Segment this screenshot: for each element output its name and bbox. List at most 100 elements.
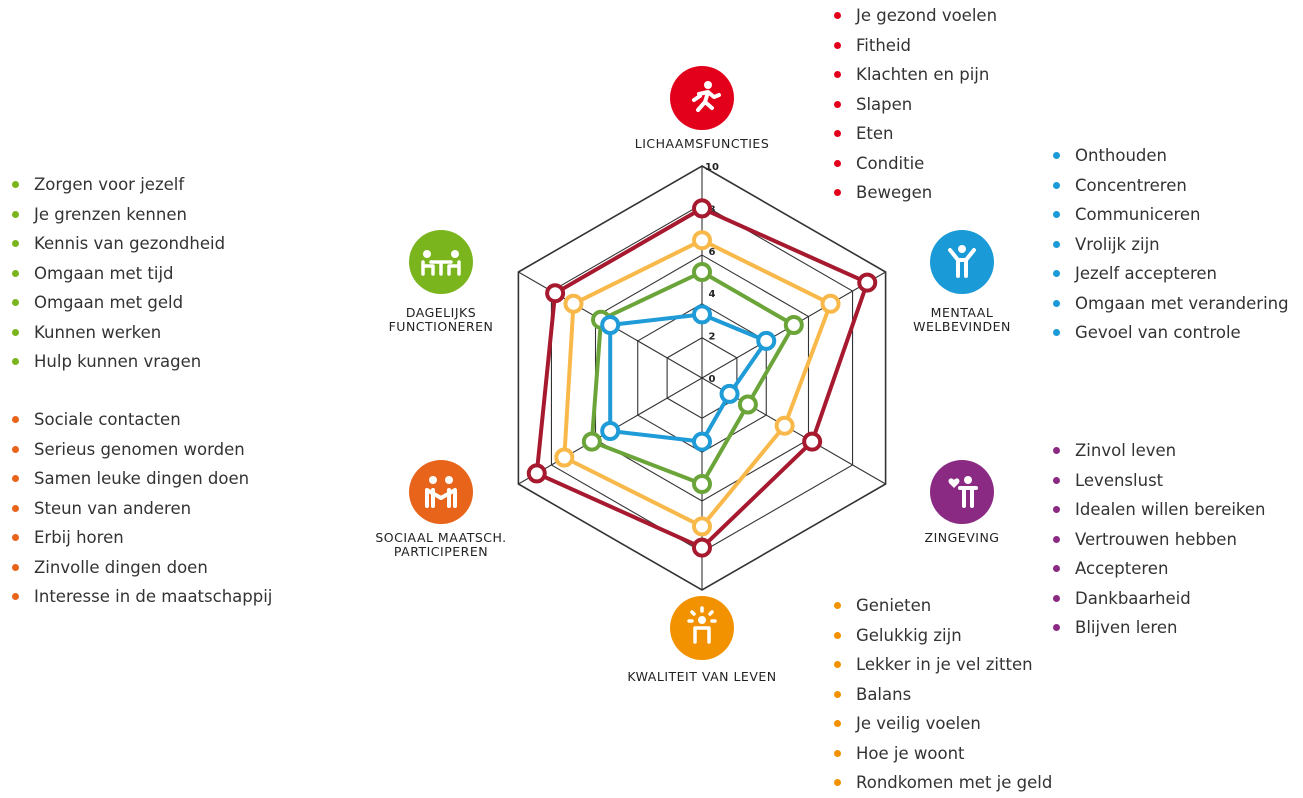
list-item: Je veilig voelen bbox=[834, 709, 1052, 739]
person-sun-icon bbox=[670, 596, 734, 660]
bullet-dot-icon bbox=[834, 41, 841, 49]
series-point bbox=[692, 516, 712, 537]
series-3 bbox=[600, 304, 777, 452]
bullet-dot-icon bbox=[12, 210, 19, 218]
bullet-dot-icon bbox=[1053, 211, 1060, 218]
list-item: Onthouden bbox=[1053, 141, 1289, 171]
bullet-dot-icon bbox=[12, 445, 19, 453]
bullet-dot-icon bbox=[1053, 152, 1060, 159]
list-item: Omgaan met verandering bbox=[1053, 289, 1289, 319]
list-item: Concentreren bbox=[1053, 171, 1289, 201]
bullet-dot-icon bbox=[12, 475, 19, 482]
list-item: Gelukkig zijn bbox=[834, 621, 1052, 651]
category-label-line: DAGELIJKS bbox=[405, 305, 477, 320]
list-item-text: Slapen bbox=[856, 94, 913, 114]
list-item-text: Communiceren bbox=[1075, 205, 1201, 224]
bullet-dot-icon bbox=[12, 269, 19, 277]
series-point bbox=[783, 315, 804, 335]
tick-label: 10 bbox=[705, 162, 719, 173]
series-point bbox=[719, 383, 740, 404]
bullet-dot-icon bbox=[834, 631, 841, 639]
list-item-text: Bewegen bbox=[856, 183, 933, 202]
list-item: Vrolijk zijn bbox=[1053, 230, 1289, 260]
list-item: Dankbaarheid bbox=[1053, 584, 1266, 614]
bullet-dot-icon bbox=[1053, 447, 1060, 454]
series-point bbox=[581, 431, 602, 452]
series-point bbox=[820, 293, 841, 314]
list-item-text: Kunnen werken bbox=[34, 322, 162, 342]
bullet-dot-icon bbox=[1053, 181, 1060, 189]
list-item: Serieus genomen worden bbox=[12, 435, 272, 465]
bullet-dot-icon bbox=[1053, 535, 1060, 543]
list-item: Lekker in je vel zitten bbox=[834, 650, 1052, 680]
series-point bbox=[563, 293, 584, 314]
list-item-text: Balans bbox=[856, 684, 912, 704]
bullet-dot-icon bbox=[12, 534, 19, 541]
list-item: Kennis van gezondheid bbox=[12, 229, 225, 259]
people-at-table-icon bbox=[409, 230, 473, 294]
list-item-text: Fitheid bbox=[856, 35, 912, 55]
category-label-lichaamsfuncties: LICHAAMSFUNCTIES bbox=[635, 137, 770, 151]
list-item-text: Zinvol leven bbox=[1075, 441, 1177, 460]
list-item-text: Genieten bbox=[856, 596, 932, 615]
list-item-text: Erbij horen bbox=[34, 528, 124, 547]
list-item-text: Dankbaarheid bbox=[1075, 588, 1191, 608]
list-item: Interesse in de maatschappij bbox=[12, 582, 272, 612]
list-item-text: Zorgen voor jezelf bbox=[34, 175, 185, 194]
tick-label: 6 bbox=[709, 247, 716, 258]
tick-label: 2 bbox=[709, 332, 716, 343]
bullet-dot-icon bbox=[834, 100, 841, 108]
series-1 bbox=[554, 230, 841, 537]
series-point bbox=[692, 230, 712, 251]
bullet-dot-icon bbox=[834, 690, 841, 698]
list-item: Vertrouwen hebben bbox=[1053, 525, 1266, 555]
category-label-line: PARTICIPEREN bbox=[393, 544, 489, 559]
category-label-line: KWALITEIT VAN LEVEN bbox=[627, 669, 777, 684]
bullet-dot-icon bbox=[1053, 270, 1060, 277]
category-label-line: MENTAAL bbox=[930, 305, 994, 320]
bullet-dot-icon bbox=[12, 563, 19, 571]
series-point bbox=[857, 272, 878, 293]
running-person-icon bbox=[670, 66, 734, 130]
bullet-dot-icon bbox=[1053, 506, 1060, 513]
list-item-text: Interesse in de maatschappij bbox=[34, 587, 273, 606]
bullet-dot-icon bbox=[834, 779, 841, 786]
bullet-dot-icon bbox=[12, 181, 19, 188]
series-point bbox=[692, 431, 712, 452]
list-item: Omgaan met tijd bbox=[12, 259, 225, 289]
list-item-text: Omgaan met geld bbox=[34, 293, 184, 312]
list-item-text: Sociale contacten bbox=[34, 410, 181, 429]
list-item: Hoe je woont bbox=[834, 739, 1052, 769]
series-point bbox=[692, 474, 712, 494]
list-item: Conditie bbox=[834, 149, 997, 179]
list-item: Fitheid bbox=[834, 31, 997, 61]
person-heart-icon bbox=[930, 460, 994, 524]
list-item: Communiceren bbox=[1053, 200, 1289, 230]
list-item: Zorgen voor jezelf bbox=[12, 170, 225, 200]
category-label-kwaliteit-van-leven: KWALITEIT VAN LEVEN bbox=[627, 670, 776, 684]
series-point bbox=[554, 447, 575, 468]
list-item-text: Jezelf accepteren bbox=[1075, 264, 1217, 283]
series-point bbox=[545, 283, 566, 304]
list-item-text: Conditie bbox=[856, 153, 925, 173]
list-item-text: Hoe je woont bbox=[856, 743, 965, 763]
bullet-dot-icon bbox=[1053, 299, 1060, 307]
list-item: Je grenzen kennen bbox=[12, 200, 225, 230]
list-item: Balans bbox=[834, 680, 1052, 710]
series-point bbox=[600, 315, 621, 335]
tick-label: 0 bbox=[709, 374, 716, 385]
bullet-dot-icon bbox=[12, 328, 19, 336]
list-item: Rondkomen met je geld bbox=[834, 768, 1052, 798]
bullet-dot-icon bbox=[834, 71, 841, 78]
list-item: Eten bbox=[834, 119, 997, 149]
series-point bbox=[737, 394, 758, 415]
list-item-text: Steun van anderen bbox=[34, 498, 192, 518]
list-item: Levenslust bbox=[1053, 466, 1266, 496]
list-item-text: Gevoel van controle bbox=[1075, 323, 1241, 342]
bullet-dot-icon bbox=[834, 159, 841, 167]
